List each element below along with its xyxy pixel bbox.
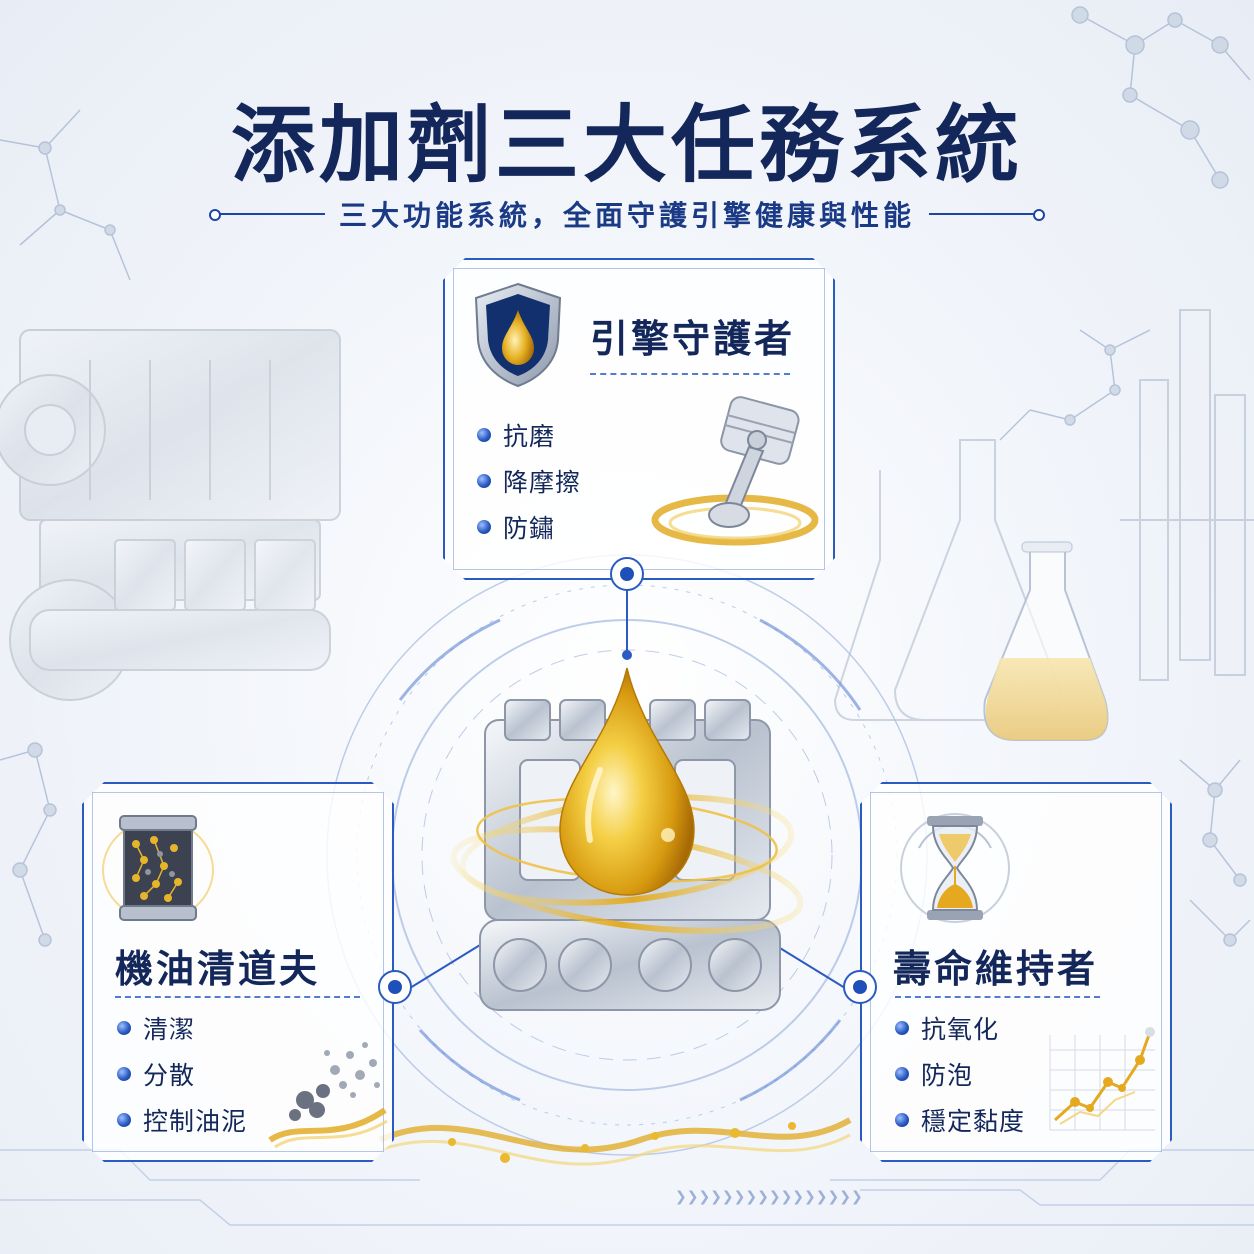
node-dot (388, 980, 402, 994)
piston-icon (651, 396, 819, 546)
feature-label: 清潔 (143, 1015, 196, 1044)
sludge-particles-icon (268, 1042, 388, 1149)
node-life-keeper (843, 970, 877, 1004)
trend-chart-icon (1049, 1027, 1155, 1131)
feature-label: 防泡 (921, 1061, 974, 1090)
list-item: 抗磨 (477, 412, 581, 458)
node-dot (853, 980, 867, 994)
shield-oil-drop-icon (474, 282, 562, 388)
bullet-icon (895, 1067, 909, 1081)
bullet-icon (117, 1067, 131, 1081)
feature-label: 穩定黏度 (921, 1107, 1026, 1136)
feature-label: 抗氧化 (921, 1015, 1000, 1044)
feature-label: 降摩擦 (503, 468, 582, 497)
subtitle-divider-left (208, 209, 325, 221)
subtitle-divider-right (929, 209, 1045, 221)
bullet-icon (895, 1113, 909, 1127)
page-subtitle: 三大功能系統，全面守護引擎健康與性能 (338, 199, 915, 232)
card-oil-cleaner-divider (115, 996, 360, 998)
list-item: 清潔 (117, 1005, 247, 1051)
hourglass-icon (900, 813, 1010, 923)
bullet-icon (117, 1113, 131, 1127)
feature-label: 分散 (143, 1061, 196, 1090)
node-engine-guardian (610, 557, 644, 591)
list-item: 抗氧化 (895, 1005, 1025, 1051)
node-oil-cleaner (378, 970, 412, 1004)
card-oil-cleaner-features: 清潔 分散 控制油泥 (117, 1005, 247, 1143)
bullet-icon (477, 520, 491, 534)
card-engine-guardian-title: 引擎守護者 (590, 316, 796, 361)
list-item: 降摩擦 (477, 458, 581, 504)
filter-canister-icon (102, 815, 214, 921)
list-item: 分散 (117, 1051, 247, 1097)
card-life-keeper-features: 抗氧化 防泡 穩定黏度 (895, 1005, 1025, 1143)
list-item: 防泡 (895, 1051, 1025, 1097)
node-dot (620, 567, 634, 581)
subtitle-row: 三大功能系統，全面守護引擎健康與性能 (0, 194, 1254, 234)
feature-label: 控制油泥 (143, 1107, 248, 1136)
card-life-keeper-title: 壽命維持者 (893, 946, 1099, 991)
list-item: 穩定黏度 (895, 1097, 1025, 1143)
list-item: 防鏽 (477, 504, 581, 550)
bullet-icon (477, 428, 491, 442)
card-engine-guardian-divider (590, 373, 790, 375)
list-item: 控制油泥 (117, 1097, 247, 1143)
bullet-icon (117, 1021, 131, 1035)
bullet-icon (895, 1021, 909, 1035)
card-engine-guardian-features: 抗磨 降摩擦 防鏽 (477, 412, 581, 550)
bullet-icon (477, 474, 491, 488)
svg-text:❯❯❯❯❯❯❯❯❯❯❯❯❯❯❯❯: ❯❯❯❯❯❯❯❯❯❯❯❯❯❯❯❯ (675, 1189, 863, 1205)
feature-label: 抗磨 (503, 422, 556, 451)
card-oil-cleaner-title: 機油清道夫 (115, 946, 321, 991)
card-life-keeper-divider (895, 996, 1100, 998)
feature-label: 防鏽 (503, 514, 556, 543)
page-title: 添加劑三大任務系統 (230, 95, 1023, 194)
